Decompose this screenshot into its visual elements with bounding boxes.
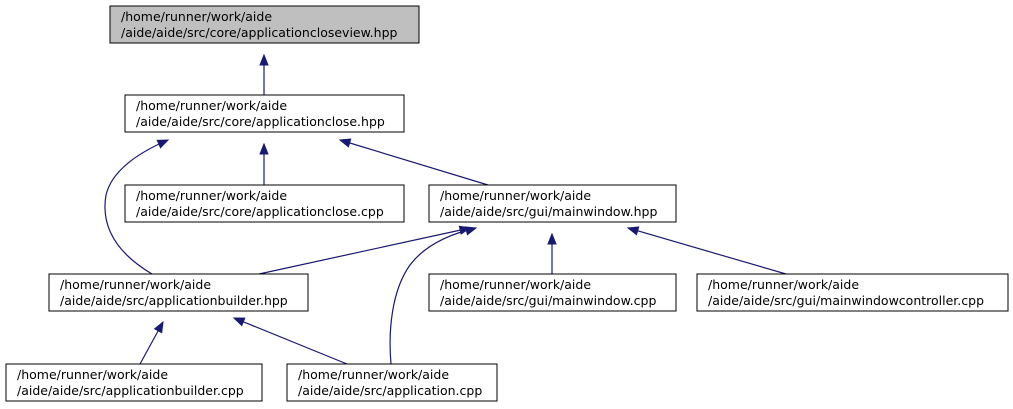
node-mainwindow_hpp[interactable]: /home/runner/work/aide/aide/aide/src/gui… bbox=[428, 184, 677, 223]
nodes-layer: /home/runner/work/aide/aide/aide/src/cor… bbox=[5, 5, 1009, 402]
node-controller_cpp[interactable]: /home/runner/work/aide/aide/aide/src/gui… bbox=[696, 273, 1009, 312]
edge-application_cpp-to-builder_hpp bbox=[233, 317, 348, 365]
node-label-line1: /home/runner/work/aide bbox=[708, 277, 859, 292]
edge-close_hpp-to-closeview-arrowhead bbox=[259, 53, 269, 66]
node-builder_hpp[interactable]: /home/runner/work/aide/aide/aide/src/app… bbox=[48, 273, 309, 312]
node-label-line2: /aide/aide/src/applicationbuilder.cpp bbox=[17, 383, 244, 398]
node-label-line2: /aide/aide/src/application.cpp bbox=[298, 383, 482, 398]
edges-layer bbox=[104, 53, 787, 365]
node-box bbox=[124, 94, 405, 133]
edge-builder_hpp-to-mainwindow_hpp bbox=[258, 227, 471, 275]
edge-mainwindow_cpp-to-mainwindow_hpp-arrowhead bbox=[547, 232, 557, 245]
node-label-line1: /home/runner/work/aide bbox=[440, 277, 591, 292]
node-label-line1: /home/runner/work/aide bbox=[298, 367, 449, 382]
edge-application_cpp-to-builder_hpp-arrowhead bbox=[232, 317, 246, 327]
node-box bbox=[109, 5, 420, 44]
node-label-line2: /aide/aide/src/core/applicationcloseview… bbox=[121, 25, 398, 40]
edge-close_cpp-to-close_hpp-arrowhead bbox=[259, 142, 269, 155]
node-label-line2: /aide/aide/src/gui/mainwindowcontroller.… bbox=[708, 293, 984, 308]
node-box bbox=[5, 363, 263, 402]
edge-builder_cpp-to-builder_hpp-arrowhead bbox=[153, 320, 164, 334]
node-label-line2: /aide/aide/src/core/applicationclose.cpp bbox=[136, 204, 384, 219]
node-label-line1: /home/runner/work/aide bbox=[17, 367, 168, 382]
node-label-line1: /home/runner/work/aide bbox=[136, 98, 287, 113]
node-label-line2: /aide/aide/src/core/applicationclose.hpp bbox=[136, 114, 385, 129]
node-box bbox=[124, 184, 405, 223]
node-builder_cpp[interactable]: /home/runner/work/aide/aide/aide/src/app… bbox=[5, 363, 263, 402]
node-label-line1: /home/runner/work/aide bbox=[60, 277, 211, 292]
node-label-line2: /aide/aide/src/gui/mainwindow.hpp bbox=[440, 204, 657, 219]
edge-mainwindow_hpp-to-close_hpp-arrowhead bbox=[338, 138, 352, 148]
node-mainwindow_cpp[interactable]: /home/runner/work/aide/aide/aide/src/gui… bbox=[428, 273, 677, 312]
edge-application_cpp-to-mainwindow_hpp bbox=[389, 227, 477, 365]
edge-mainwindow_hpp-to-close_hpp bbox=[339, 139, 489, 186]
node-closeview[interactable]: /home/runner/work/aide/aide/aide/src/cor… bbox=[109, 5, 420, 44]
edge-controller_cpp-to-mainwindow_hpp bbox=[627, 227, 787, 275]
edge-builder_hpp-to-close_hpp-arrowhead bbox=[156, 139, 170, 149]
edge-controller_cpp-to-mainwindow_hpp-arrowhead bbox=[626, 226, 640, 236]
node-box bbox=[286, 363, 498, 402]
node-box bbox=[48, 273, 309, 312]
node-label-line1: /home/runner/work/aide bbox=[121, 9, 272, 24]
node-close_hpp[interactable]: /home/runner/work/aide/aide/aide/src/cor… bbox=[124, 94, 405, 133]
node-label-line2: /aide/aide/src/applicationbuilder.hpp bbox=[60, 293, 288, 308]
node-close_cpp[interactable]: /home/runner/work/aide/aide/aide/src/cor… bbox=[124, 184, 405, 223]
edge-application_cpp-to-mainwindow_hpp-arrowhead bbox=[464, 226, 478, 236]
node-application_cpp[interactable]: /home/runner/work/aide/aide/aide/src/app… bbox=[286, 363, 498, 402]
edge-builder_hpp-to-close_hpp bbox=[104, 139, 169, 275]
node-label-line1: /home/runner/work/aide bbox=[136, 188, 287, 203]
node-box bbox=[696, 273, 1009, 312]
node-label-line1: /home/runner/work/aide bbox=[440, 188, 591, 203]
node-label-line2: /aide/aide/src/gui/mainwindow.cpp bbox=[440, 293, 656, 308]
node-box bbox=[428, 273, 677, 312]
node-box bbox=[428, 184, 677, 223]
